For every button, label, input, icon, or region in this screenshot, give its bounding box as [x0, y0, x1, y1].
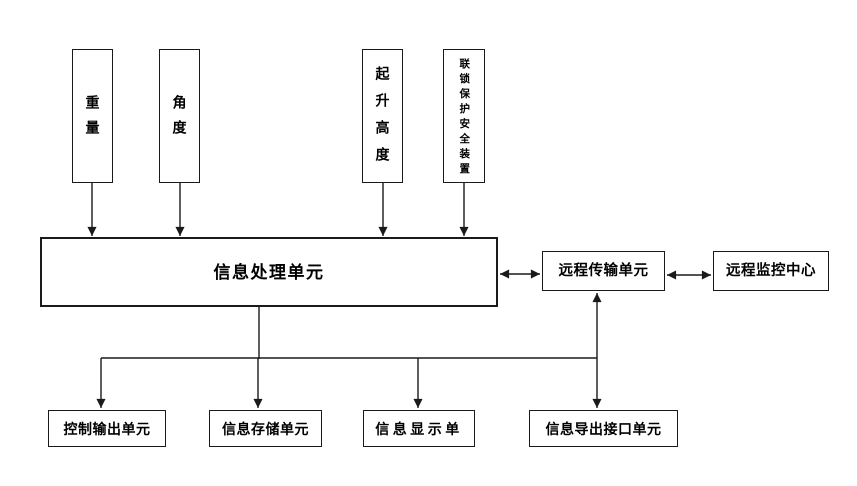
node-remote-transmission-unit: 远程传输单元	[542, 251, 665, 291]
information-processing-unit-label: 信息处理单元	[213, 262, 325, 282]
node-info-display-unit: 信息显示单	[363, 410, 475, 447]
weight-sensor-label: 重量	[84, 95, 101, 145]
interlock-safety-device-label: 联锁保护安全装置	[458, 57, 471, 178]
control-output-unit-label: 控制输出单元	[63, 420, 151, 437]
hoisting-height-sensor-label: 起升高度	[374, 66, 391, 174]
node-weight-sensor: 重量	[72, 49, 113, 183]
node-info-export-interface-unit: 信息导出接口单元	[529, 410, 678, 447]
node-hoisting-height-sensor: 起升高度	[362, 49, 403, 183]
node-interlock-safety-device: 联锁保护安全装置	[443, 49, 485, 183]
node-info-storage-unit: 信息存储单元	[209, 410, 322, 447]
remote-transmission-unit-label: 远程传输单元	[558, 262, 649, 279]
angle-sensor-label: 角度	[171, 95, 188, 145]
node-control-output-unit: 控制输出单元	[48, 410, 166, 447]
info-storage-unit-label: 信息存储单元	[222, 420, 309, 437]
info-display-unit-label: 信息显示单	[375, 420, 463, 437]
node-remote-monitoring-center: 远程监控中心	[713, 251, 829, 291]
remote-monitoring-center-label: 远程监控中心	[726, 262, 816, 279]
node-angle-sensor: 角度	[159, 49, 200, 183]
info-export-interface-unit-label: 信息导出接口单元	[545, 420, 662, 437]
node-information-processing-unit: 信息处理单元	[40, 237, 498, 307]
